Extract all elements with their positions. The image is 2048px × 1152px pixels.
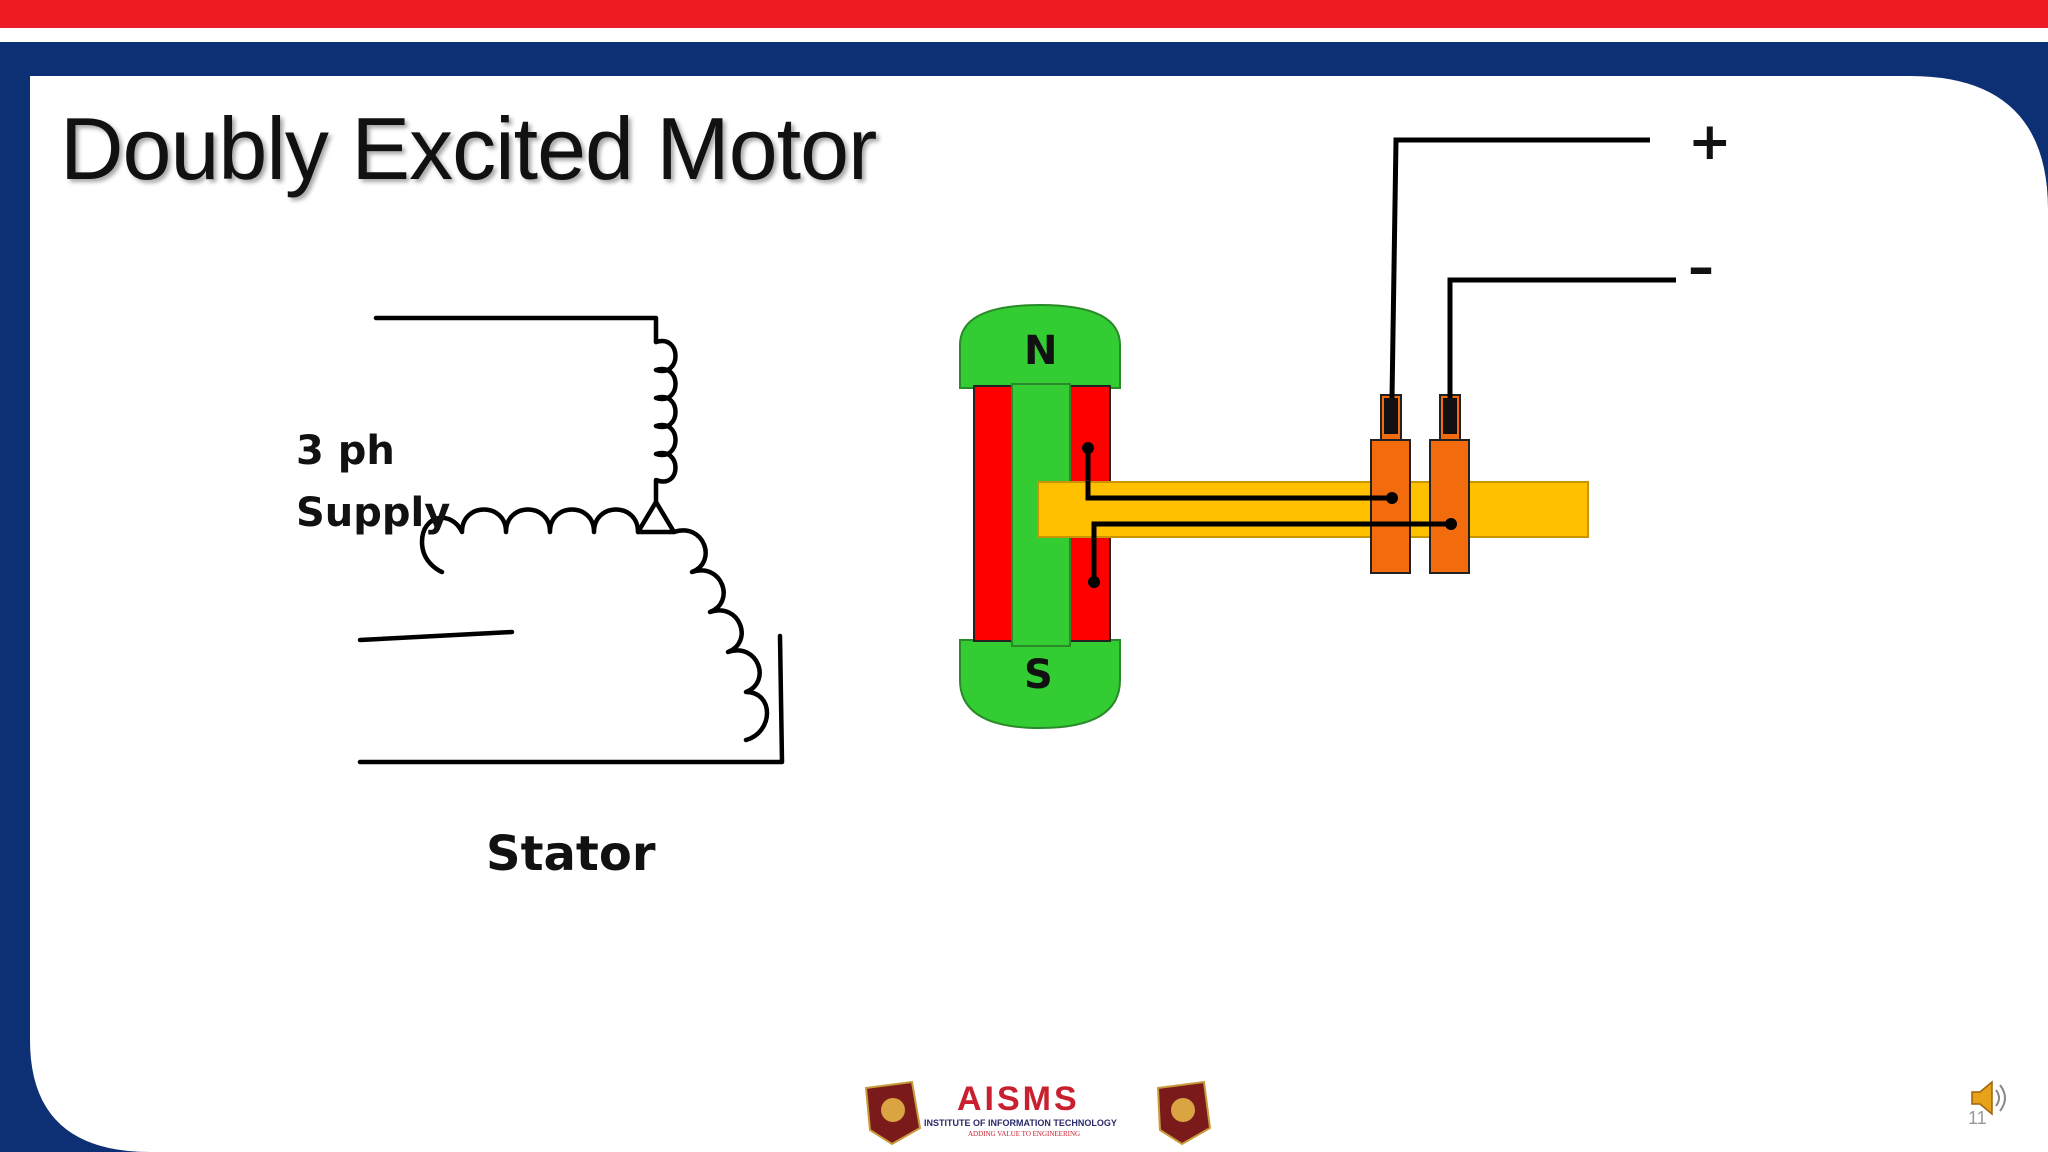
- dc-negative-label: –: [1688, 238, 1714, 298]
- connection-dot: [1386, 492, 1398, 504]
- right-emblem-figure-icon: [1171, 1098, 1195, 1122]
- star-point: [635, 499, 677, 535]
- brush-2-contact: [1443, 398, 1457, 434]
- rotor-lead-1: [1085, 448, 1392, 501]
- logo-institute: INSTITUTE OF INFORMATION TECHNOLOGY: [924, 1118, 1117, 1128]
- logo-emblems: [864, 1080, 1212, 1146]
- south-pole-shoe: [959, 639, 1121, 730]
- rotor-shaft: [1037, 481, 1589, 538]
- field-winding-left: [973, 385, 1013, 642]
- dc-positive-label: +: [1688, 112, 1732, 172]
- phase-a-lead: [373, 315, 659, 345]
- slide-title: Doubly Excited Motor: [60, 99, 877, 198]
- speaker-icon[interactable]: [1968, 1076, 2012, 1120]
- supply-label: 3 ph Supply: [296, 428, 451, 536]
- top-white-stripe: [0, 28, 2048, 42]
- slip-ring-2: [1429, 439, 1470, 574]
- north-pole-label: N: [1024, 328, 1058, 374]
- left-emblem-figure-icon: [881, 1098, 905, 1122]
- slip-ring-1: [1370, 439, 1411, 574]
- phase-b-lead: [357, 629, 515, 643]
- logo-tagline: ADDING VALUE TO ENGINEERING: [968, 1130, 1081, 1138]
- phase-c-coil: [671, 528, 770, 743]
- stator-label: Stator: [486, 826, 656, 882]
- dc-positive-lead: [1389, 137, 1650, 399]
- phase-b-coil: [419, 507, 641, 575]
- south-pole-label: S: [1024, 652, 1053, 698]
- aissms-logo: AISMS INSTITUTE OF INFORMATION TECHNOLOG…: [862, 1080, 1212, 1146]
- logo-name: AISMS: [957, 1080, 1080, 1118]
- connection-dot: [1088, 576, 1100, 588]
- top-red-bar: [0, 0, 2048, 28]
- phase-a-coil: [653, 338, 678, 505]
- connection-dot: [1082, 442, 1094, 454]
- page-number: 11: [1968, 1108, 1987, 1128]
- north-pole-shoe: [959, 303, 1121, 389]
- brush-1-contact: [1384, 398, 1398, 434]
- rotor-lead-2: [1091, 521, 1451, 582]
- connection-dot: [1445, 518, 1457, 530]
- phase-c-lead: [357, 633, 785, 765]
- dc-negative-lead: [1447, 277, 1676, 398]
